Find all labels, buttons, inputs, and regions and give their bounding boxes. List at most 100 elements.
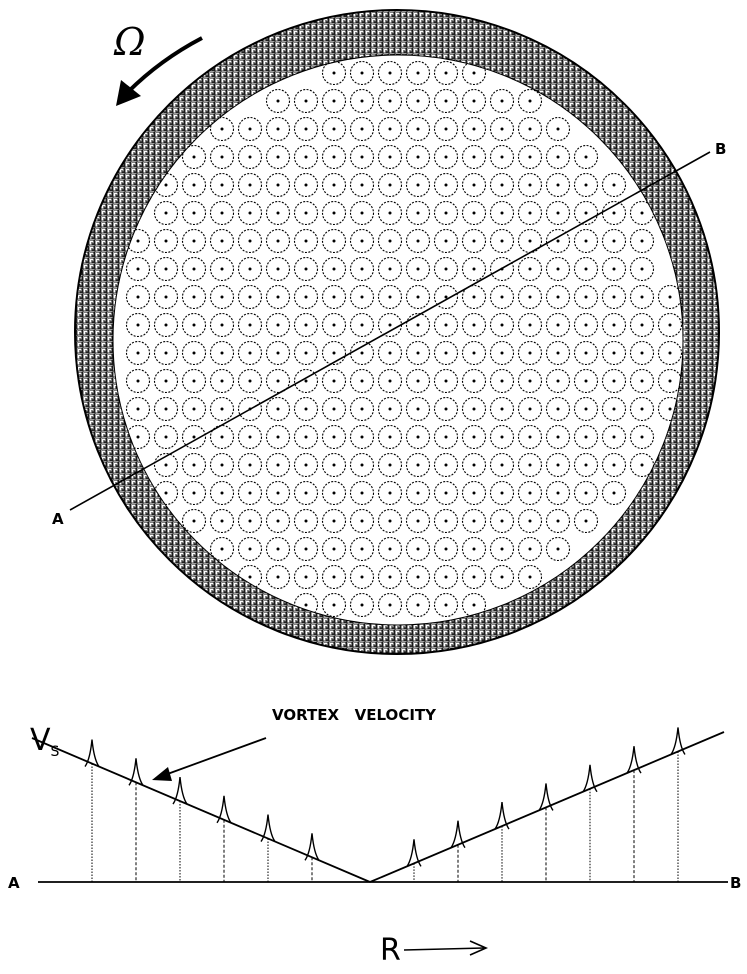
vortex-core (304, 603, 308, 607)
vortex-velocity-spike (582, 764, 598, 793)
vortex (545, 116, 571, 142)
vortex (349, 564, 375, 590)
rotating-container (69, 9, 720, 655)
vortex-core (164, 211, 168, 215)
vortex (321, 508, 347, 534)
vortex-core (500, 435, 504, 439)
vortex-core (276, 519, 280, 523)
vortex (209, 452, 235, 478)
vortex-core (248, 267, 252, 271)
vortex (181, 200, 207, 226)
vortex (349, 480, 375, 506)
vortex-core (164, 295, 168, 299)
vortex (377, 536, 403, 562)
vortex-region (112, 54, 684, 626)
vortex (629, 452, 655, 478)
vortex-core (472, 127, 476, 131)
vortex (293, 564, 319, 590)
vortex-core (248, 155, 252, 159)
vortex-core (276, 407, 280, 411)
vortex-core (444, 351, 448, 355)
vortex-core (332, 519, 336, 523)
vortex-core (192, 463, 196, 467)
vortex-core (500, 155, 504, 159)
velocity-axis-label: VS (30, 723, 60, 760)
vortex-core (276, 127, 280, 131)
vortex (153, 340, 179, 366)
vortex (601, 172, 627, 198)
vortex-core (472, 519, 476, 523)
vortex (517, 312, 543, 338)
vortex (629, 256, 655, 282)
vortex-core (388, 323, 392, 327)
vortex (265, 424, 291, 450)
vortex (321, 60, 347, 86)
vortex-core (556, 155, 560, 159)
vortex-core (640, 407, 644, 411)
vortex (181, 480, 207, 506)
vortex (181, 172, 207, 198)
vortex (573, 312, 599, 338)
vortex (265, 508, 291, 534)
vortex (377, 228, 403, 254)
vortex-core (276, 491, 280, 495)
vortex-core (444, 547, 448, 551)
vortex (489, 480, 515, 506)
vortex (573, 284, 599, 310)
vortex-core (500, 323, 504, 327)
vortex (293, 396, 319, 422)
vortex-core (304, 491, 308, 495)
vortex (377, 424, 403, 450)
vortex-core (136, 239, 140, 243)
vortex (293, 256, 319, 282)
vortex (321, 116, 347, 142)
vortex (349, 536, 375, 562)
vortex-core (276, 99, 280, 103)
vortex (237, 396, 263, 422)
vortex-velocity-spike (450, 820, 466, 849)
vortex (489, 396, 515, 422)
vortex (321, 88, 347, 114)
vortex (489, 536, 515, 562)
vortex (433, 60, 459, 86)
profile-left-branch (31, 737, 371, 883)
vortex-core (332, 295, 336, 299)
vortex (349, 424, 375, 450)
vortex (433, 368, 459, 394)
vortex (405, 228, 431, 254)
vortex (405, 508, 431, 534)
vortex (405, 592, 431, 618)
vortex (377, 200, 403, 226)
vortex (181, 508, 207, 534)
vortex (489, 144, 515, 170)
vortex (545, 368, 571, 394)
vortex-core (444, 575, 448, 579)
vortex-core (584, 379, 588, 383)
vortex-core (528, 519, 532, 523)
vortex-core (556, 295, 560, 299)
vortex-core (612, 183, 616, 187)
vortex-core (276, 435, 280, 439)
vortex (461, 564, 487, 590)
vortex-core (668, 351, 672, 355)
vortex-core (276, 211, 280, 215)
vortex-core (584, 155, 588, 159)
vortex (321, 312, 347, 338)
vortex-core (584, 351, 588, 355)
vortex-core (500, 463, 504, 467)
vortex (601, 340, 627, 366)
vortex-core (416, 547, 420, 551)
vortex (517, 564, 543, 590)
vortex (237, 536, 263, 562)
vortex-core (276, 379, 280, 383)
vortex (489, 116, 515, 142)
vortex-core (444, 463, 448, 467)
vortex-core (472, 407, 476, 411)
vortex (293, 340, 319, 366)
vortex-core (192, 239, 196, 243)
vortex (601, 284, 627, 310)
vortex (349, 60, 375, 86)
vortex-core (360, 603, 364, 607)
vortex (545, 480, 571, 506)
vortex-core (332, 323, 336, 327)
